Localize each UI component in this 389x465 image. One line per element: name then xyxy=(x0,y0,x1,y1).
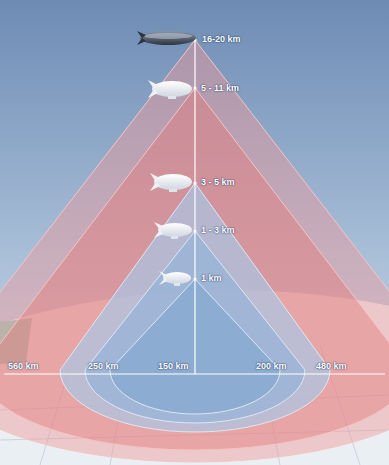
coverage-cone-16-20km xyxy=(0,40,389,462)
range-label: 560 km xyxy=(8,361,39,372)
stratospheric-airship xyxy=(137,31,196,45)
range-axis xyxy=(4,373,385,374)
altitude-label: 1 km xyxy=(201,273,222,284)
blimp-3-5km xyxy=(150,173,192,192)
range-label: 150 km xyxy=(158,361,189,372)
altitude-label: 3 - 5 km xyxy=(201,177,235,188)
altitude-axis xyxy=(194,40,195,374)
axis-ticks xyxy=(193,38,196,280)
blimp-5-11km xyxy=(148,80,192,99)
blimp-1km xyxy=(159,271,191,286)
altitude-label: 16-20 km xyxy=(202,34,241,45)
range-label: 250 km xyxy=(88,361,119,372)
altitude-label: 5 - 11 km xyxy=(201,83,239,94)
altitude-label: 1 - 3 km xyxy=(201,225,235,236)
blimp-1-3km xyxy=(154,222,192,239)
range-label: 200 km xyxy=(256,361,287,372)
range-label: 480 km xyxy=(316,361,347,372)
